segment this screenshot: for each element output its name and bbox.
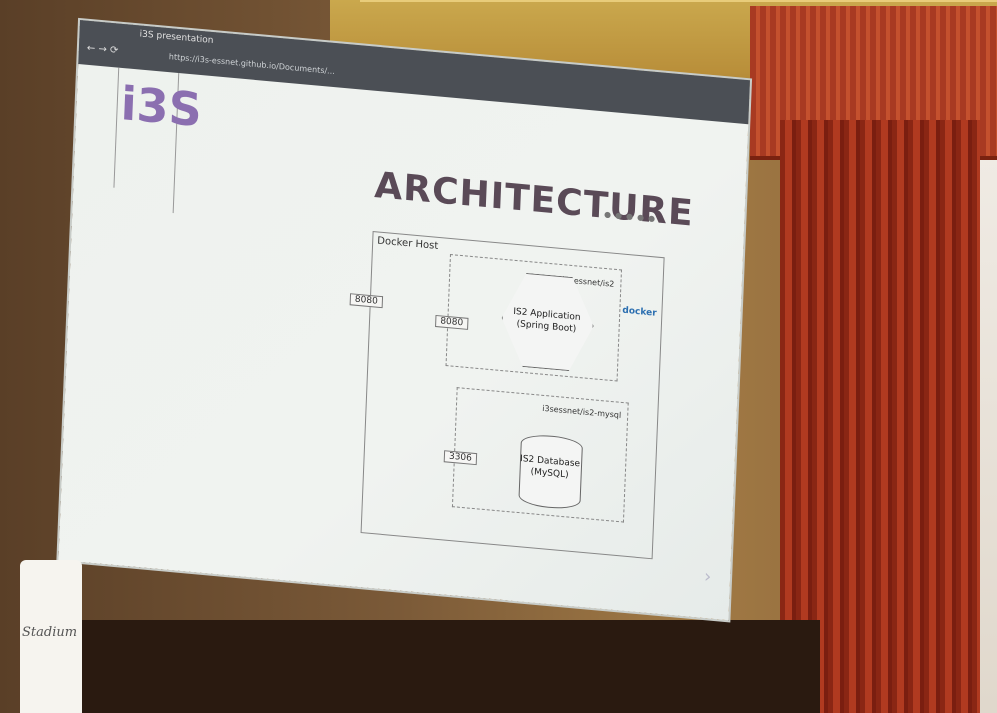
curtain	[780, 120, 980, 713]
projected-slide: i3S presentation ← → ⟳ https://i3s-essne…	[58, 20, 751, 621]
floor-shadow	[80, 620, 820, 713]
next-slide-arrow[interactable]: ›	[703, 565, 712, 588]
browser-tab-title[interactable]: i3S presentation	[139, 29, 214, 47]
docker-host-label: Docker Host	[377, 235, 439, 252]
i3s-logo: i3S	[119, 75, 203, 138]
nav-icons[interactable]: ← → ⟳	[86, 42, 119, 57]
address-bar[interactable]: https://i3s-essnet.github.io/Documents/.…	[168, 52, 335, 77]
host-port-8080: 8080	[349, 293, 383, 309]
logo-divider	[113, 67, 120, 188]
ceiling-trim	[360, 0, 997, 2]
slide-title: ARCHITECTURE	[373, 165, 695, 235]
db-container-label: i3sessnet/is2-mysql	[542, 403, 622, 420]
flipchart-text: Stadium	[22, 625, 78, 640]
flipchart	[20, 560, 82, 713]
